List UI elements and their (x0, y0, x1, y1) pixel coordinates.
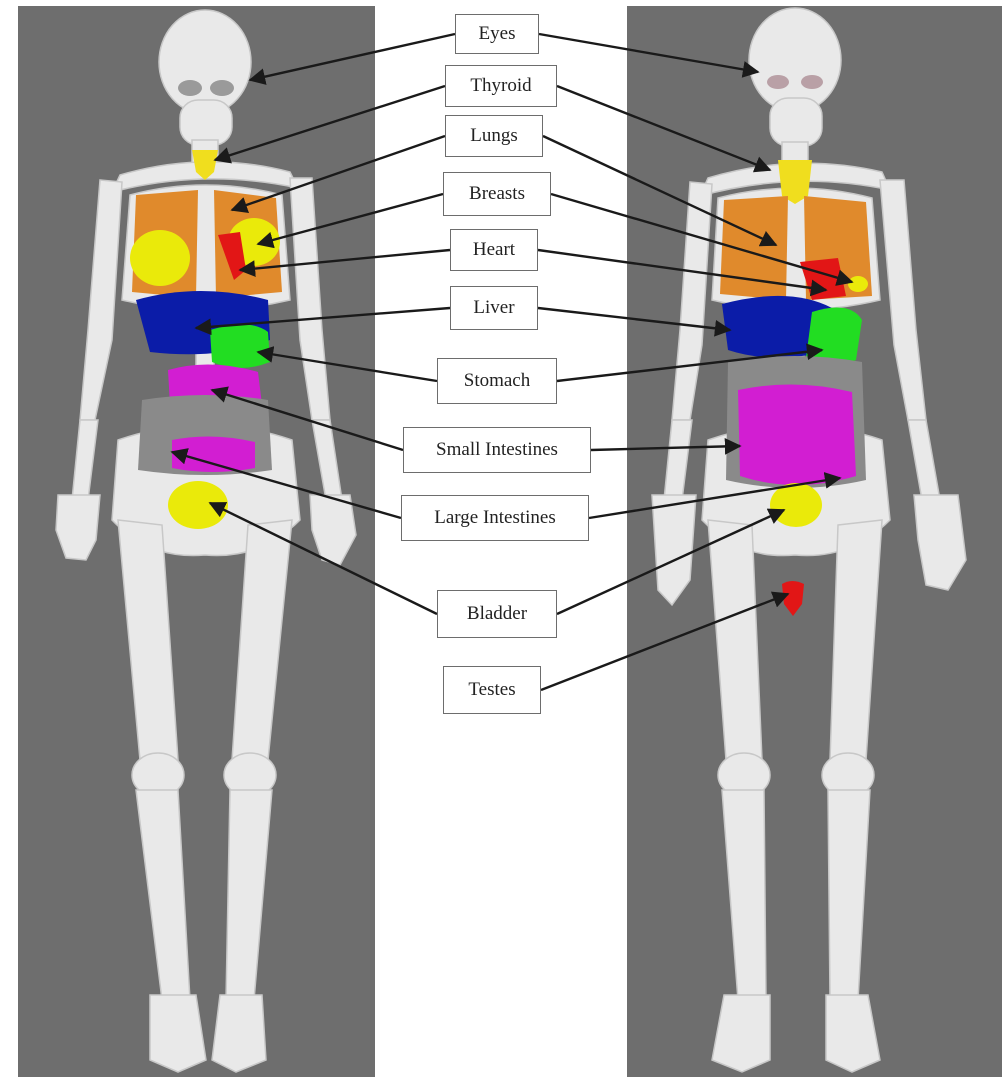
left-stomach (210, 324, 270, 368)
label-liver: Liver (450, 286, 538, 330)
right-eye-1 (767, 75, 789, 89)
left-eye-socket-1 (178, 80, 202, 96)
arrow-eyes-left (250, 34, 455, 80)
label-heart: Heart (450, 229, 538, 271)
label-large-intestines: Large Intestines (401, 495, 589, 541)
left-bladder (168, 481, 228, 529)
label-lungs-text: Lungs (470, 125, 518, 147)
right-bladder (770, 483, 822, 527)
label-heart-text: Heart (473, 239, 515, 261)
label-eyes-text: Eyes (479, 23, 516, 45)
label-thyroid: Thyroid (445, 65, 557, 107)
left-breast-1 (130, 230, 190, 286)
label-small-intestines-text: Small Intestines (436, 439, 558, 461)
right-testes (782, 581, 804, 616)
label-liver-text: Liver (473, 297, 514, 319)
right-eye-2 (801, 75, 823, 89)
label-stomach-text: Stomach (464, 370, 531, 392)
arrow-lungs-right (543, 136, 776, 245)
label-breasts-text: Breasts (469, 183, 525, 205)
label-testes: Testes (443, 666, 541, 714)
label-testes-text: Testes (468, 679, 515, 701)
arrow-eyes-right (539, 34, 758, 72)
label-lungs: Lungs (445, 115, 543, 157)
arrow-breasts-left (258, 194, 443, 244)
left-small-intestines-lower (172, 436, 255, 472)
label-stomach: Stomach (437, 358, 557, 404)
label-thyroid-text: Thyroid (470, 75, 531, 97)
label-bladder-text: Bladder (467, 603, 527, 625)
arrow-stomach-left (258, 352, 437, 381)
right-skeleton (652, 8, 966, 1072)
label-large-intestines-text: Large Intestines (434, 507, 556, 529)
left-skeleton (56, 10, 356, 1072)
right-breast (848, 276, 868, 292)
label-eyes: Eyes (455, 14, 539, 54)
label-bladder: Bladder (437, 590, 557, 638)
left-eye-socket-2 (210, 80, 234, 96)
label-small-intestines: Small Intestines (403, 427, 591, 473)
label-breasts: Breasts (443, 172, 551, 216)
right-small-intestines (738, 384, 856, 485)
